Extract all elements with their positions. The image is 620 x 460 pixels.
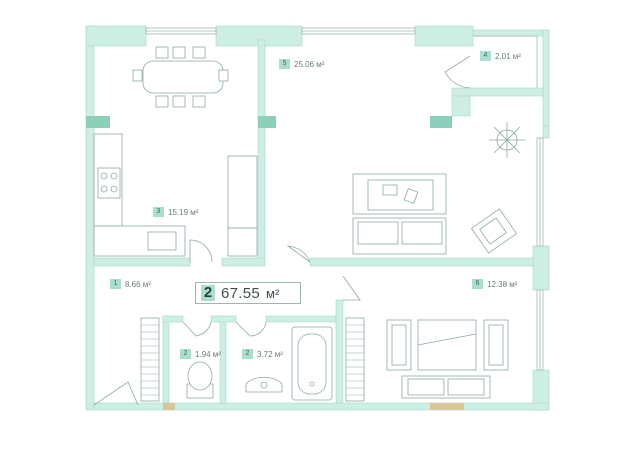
total-area-unit: м² [266, 285, 280, 301]
wall-accents [86, 116, 452, 128]
shelf-hatching [141, 324, 364, 396]
doors [93, 55, 471, 406]
room-number: 2 [180, 349, 191, 359]
room-area: 12.38 м² [487, 279, 518, 289]
room-number: 4 [480, 51, 491, 61]
room-label-hallway: 1 8.66 м² [110, 279, 151, 289]
door-thresholds [163, 403, 464, 410]
room-label-living: 5 25.06 м² [279, 59, 324, 69]
room-label-balcony: 4 2.01 м² [480, 51, 521, 61]
room-number: 6 [472, 279, 483, 289]
living-furniture [352, 122, 525, 255]
room-area: 2.01 м² [495, 51, 521, 61]
room-label-bedroom: 6 12.38 м² [472, 279, 517, 289]
windows [145, 27, 544, 371]
room-label-kitchen: 3 15.19 м² [153, 207, 198, 217]
room-number: 5 [279, 59, 290, 69]
room-label-bathroom: 2 3.72 м² [242, 349, 283, 359]
room-area: 8.66 м² [125, 279, 151, 289]
room-area: 1.94 м² [195, 349, 221, 359]
bedroom-furniture [386, 319, 509, 399]
total-area-value: 67.55 [221, 284, 261, 302]
room-number: 3 [153, 207, 164, 217]
bathroom-fixtures [140, 317, 365, 402]
kitchen-furniture [93, 46, 258, 257]
room-area: 15.19 м² [168, 207, 199, 217]
room-label-toilet: 2 1.94 м² [180, 349, 221, 359]
room-count-badge: 2 [201, 285, 215, 301]
total-area-box: 2 67.55 м² [195, 282, 301, 304]
room-area: 3.72 м² [257, 349, 283, 359]
room-number: 2 [242, 349, 253, 359]
room-number: 1 [110, 279, 121, 289]
room-area: 25.06 м² [294, 59, 325, 69]
